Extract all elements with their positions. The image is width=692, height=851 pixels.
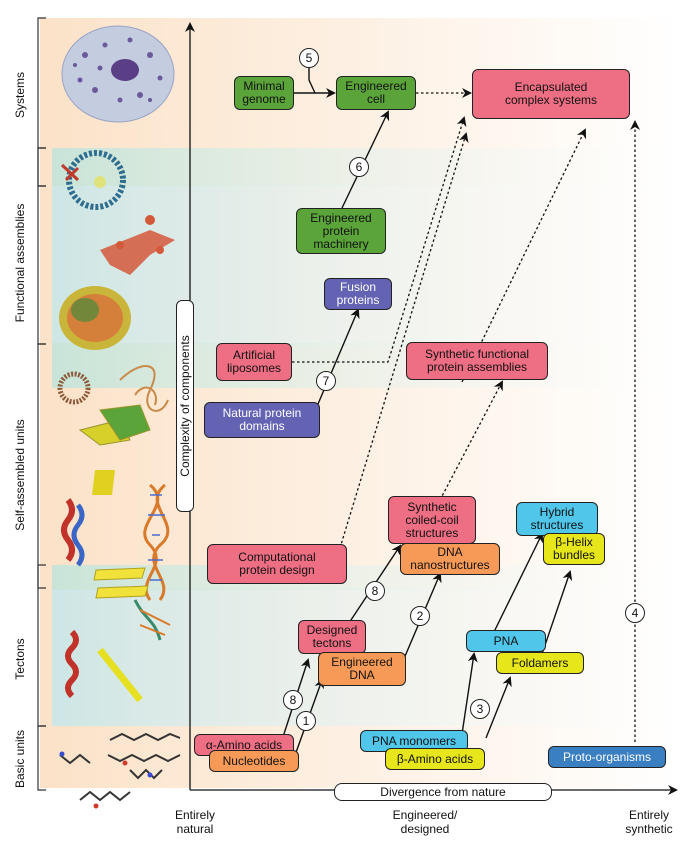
node-beta-amino-acids: β-Amino acids bbox=[385, 748, 485, 770]
illustration-rna bbox=[119, 365, 169, 412]
label-entirely-natural: Entirely natural bbox=[174, 808, 215, 836]
step-circle-5: 5 bbox=[299, 48, 319, 68]
illustration-liposome bbox=[60, 150, 126, 210]
category-brackets bbox=[37, 17, 46, 791]
node-beta-helix-bundles: β-Helix bundles bbox=[543, 533, 605, 565]
node-engineered-cell: Engineered cell bbox=[336, 76, 416, 110]
node-minimal-genome: Minimal genome bbox=[234, 76, 294, 110]
category-self-assembled-units: Self-assembled units bbox=[13, 419, 27, 531]
step-circle-3: 3 bbox=[470, 699, 490, 719]
step-circle-8b: 8 bbox=[365, 581, 385, 601]
label-entirely-synthetic: Entirely synthetic bbox=[625, 808, 673, 836]
illustration-sheets bbox=[93, 567, 149, 599]
node-proto-organisms: Proto-organisms bbox=[548, 746, 666, 768]
node-synthetic-coiled-coil: Synthetic coiled-coil structures bbox=[388, 496, 476, 544]
node-dna-nanostructures: DNA nanostructures bbox=[400, 543, 500, 575]
node-nucleotides: Nucleotides bbox=[209, 750, 299, 772]
illustration-cell bbox=[61, 25, 175, 123]
illustration-molecules bbox=[59, 732, 181, 809]
node-designed-tectons: Designed tectons bbox=[298, 620, 366, 654]
illustration-protein-branch bbox=[100, 215, 175, 275]
category-systems: Systems bbox=[13, 72, 27, 119]
node-computational-protein-design: Computational protein design bbox=[207, 544, 347, 584]
step-circle-6: 6 bbox=[349, 157, 369, 177]
category-tectons: Tectons bbox=[13, 638, 27, 680]
step-circle-8a: 8 bbox=[283, 690, 303, 710]
dotted-arrows bbox=[292, 88, 640, 742]
step-circle-2: 2 bbox=[410, 606, 430, 626]
node-artificial-liposomes: Artificial liposomes bbox=[216, 343, 292, 381]
complexity-axis-label: Complexity of components bbox=[176, 300, 194, 512]
node-fusion-proteins: Fusion proteins bbox=[324, 278, 392, 310]
illustration-tecton-helix bbox=[65, 599, 171, 703]
step-circle-7: 7 bbox=[316, 371, 336, 391]
category-functional-assemblies: Functional assemblies bbox=[13, 203, 27, 323]
divergence-axis-label: Divergence from nature bbox=[334, 783, 552, 801]
band-2 bbox=[52, 343, 682, 388]
illustration-helix-bundle bbox=[61, 470, 115, 567]
node-engineered-protein-machinery: Engineered protein machinery bbox=[296, 208, 386, 254]
node-engineered-dna: Engineered DNA bbox=[318, 652, 406, 686]
node-natural-protein-domains: Natural protein domains bbox=[204, 402, 320, 438]
node-encapsulated-complex-systems: Encapsulated complex systems bbox=[472, 69, 630, 119]
illustration-dna bbox=[143, 483, 170, 601]
node-pna: PNA bbox=[466, 630, 546, 652]
node-pna-monomers: PNA monomers bbox=[360, 730, 468, 752]
node-synthetic-functional-protein-assemblies: Synthetic functional protein assemblies bbox=[406, 342, 548, 380]
illustration-protein-blob bbox=[59, 286, 131, 350]
step-circle-4: 4 bbox=[625, 603, 645, 623]
illustration-ribbon-yellow bbox=[78, 404, 151, 446]
illustration-ring bbox=[57, 371, 91, 405]
node-foldamers: Foldamers bbox=[496, 652, 584, 674]
node-hybrid-structures: Hybrid structures bbox=[516, 502, 598, 536]
label-engineered-designed: Engineered/ designed bbox=[392, 808, 458, 836]
category-basic-units: Basic units bbox=[13, 729, 27, 789]
step-circle-1: 1 bbox=[296, 711, 316, 731]
